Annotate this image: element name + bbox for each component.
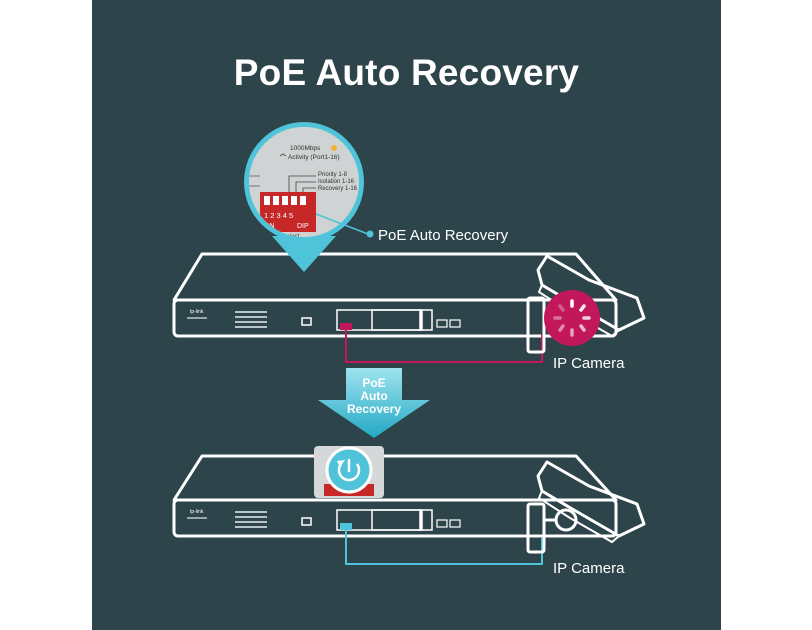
svg-text:1000Mbps: 1000Mbps xyxy=(290,145,321,152)
camera-label-bottom: IP Camera xyxy=(553,560,625,577)
camera-fault-indicator xyxy=(544,290,600,346)
svg-text:1 2 3 4 5: 1 2 3 4 5 xyxy=(264,211,293,220)
switch-brand-top: tp-link xyxy=(190,309,204,315)
svg-text:Isolation 1-16: Isolation 1-16 xyxy=(318,179,355,185)
camera-top xyxy=(526,254,646,354)
svg-text:DIP: DIP xyxy=(297,223,309,230)
led-grid-top xyxy=(235,311,267,328)
switch-bottom: tp-link xyxy=(172,454,618,538)
camera-label-top: IP Camera xyxy=(553,355,625,372)
zoom-callout: 1000Mbps Activity (Port1-16) Priority 1-… xyxy=(244,122,374,272)
recovery-badge: 4 xyxy=(314,446,384,498)
svg-text:Recovery 1-16: Recovery 1-16 xyxy=(318,186,358,192)
diagram-panel: PoE Auto Recovery tp-link xyxy=(92,0,721,630)
switch-top: tp-link xyxy=(172,252,618,338)
fault-cable xyxy=(345,330,543,363)
camera-bottom xyxy=(526,460,646,554)
svg-text:Recovery: Recovery xyxy=(347,402,401,416)
recovery-power-icon xyxy=(337,458,361,482)
process-arrow: PoE Auto Recovery xyxy=(318,368,430,438)
diagram-canvas: tp-link xyxy=(172,122,646,577)
loading-spinner-icon xyxy=(553,299,591,337)
svg-text:Auto: Auto xyxy=(360,389,387,403)
callout-label: PoE Auto Recovery xyxy=(378,227,509,244)
svg-text:tp-link: tp-link xyxy=(190,509,204,515)
svg-text:Activity (Port1-16): Activity (Port1-16) xyxy=(288,154,340,161)
faulty-port-top xyxy=(340,323,352,330)
svg-text:PoE: PoE xyxy=(362,376,385,390)
svg-text:Priority 1-8: Priority 1-8 xyxy=(318,172,348,178)
page-title: PoE Auto Recovery xyxy=(233,52,580,93)
recovered-port-bottom xyxy=(340,523,352,530)
